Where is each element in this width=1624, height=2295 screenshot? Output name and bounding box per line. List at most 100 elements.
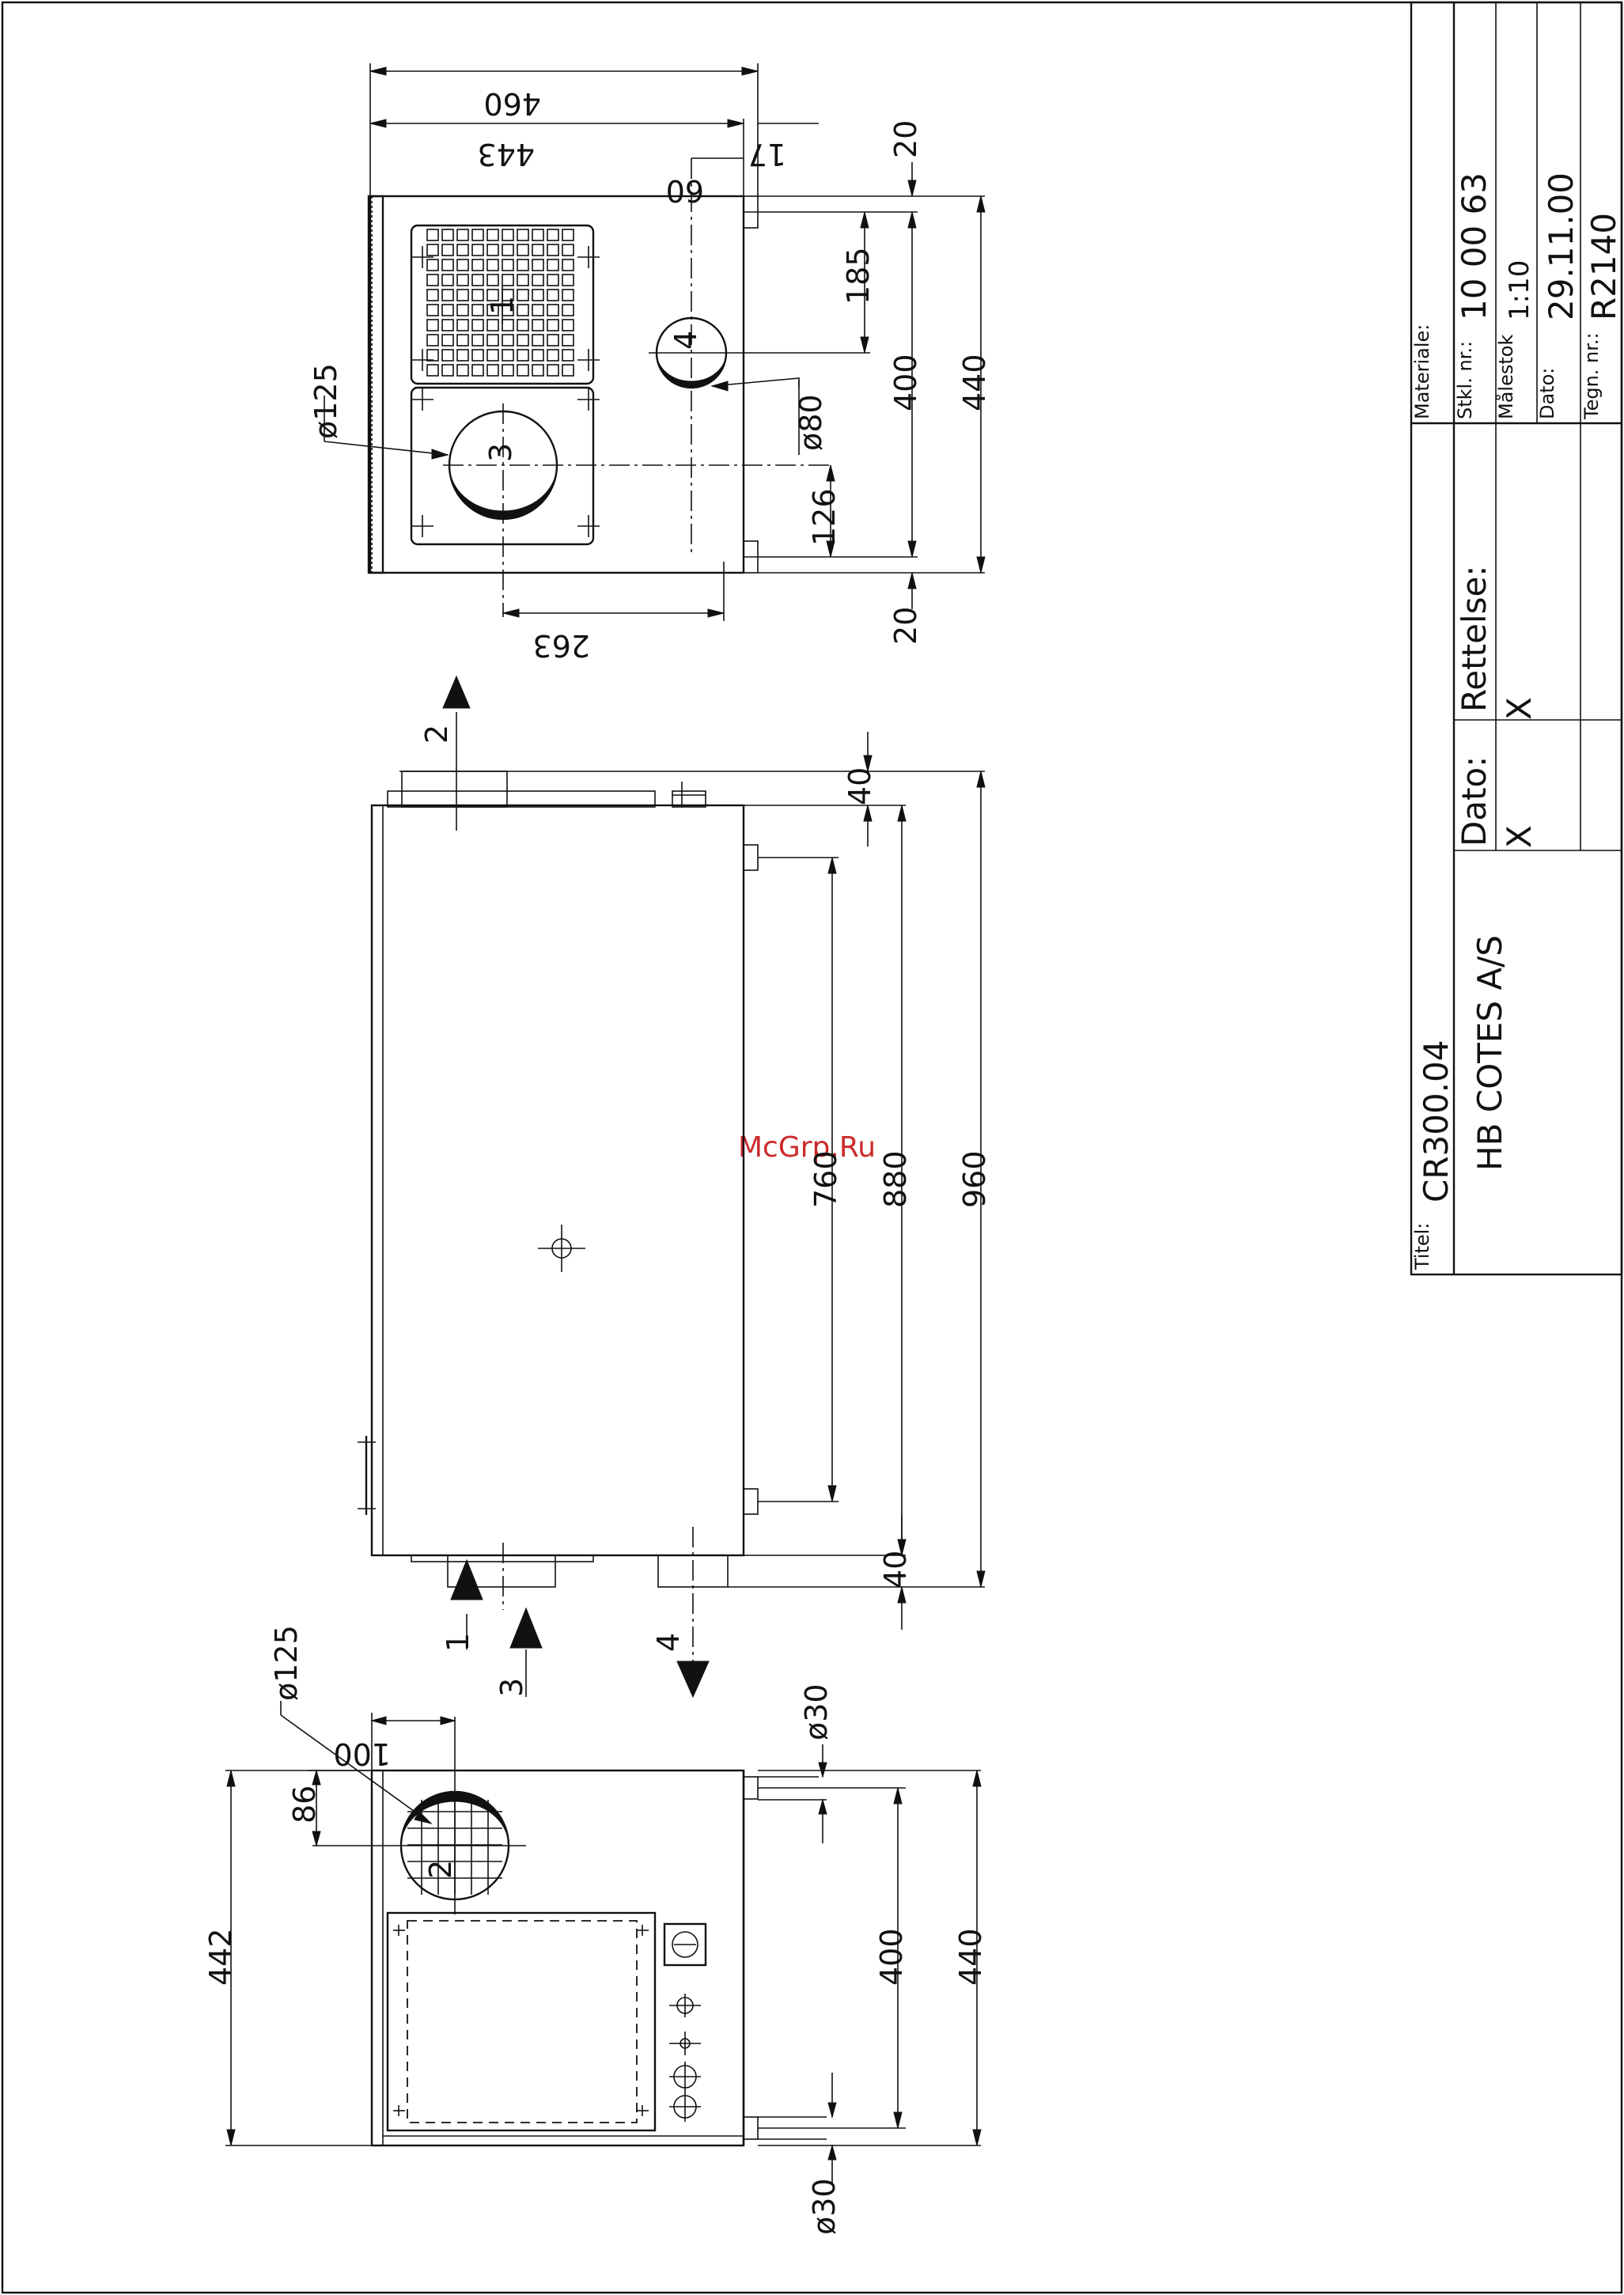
rettelse-label: Rettelse: <box>1455 566 1493 712</box>
grille-cell <box>442 365 453 376</box>
grille-cell <box>472 229 483 240</box>
grille-cell <box>472 320 483 331</box>
grille-cell <box>547 320 558 331</box>
rettelse-value: X <box>1500 697 1539 720</box>
grille-cell <box>472 335 483 346</box>
grille-cell <box>427 290 438 301</box>
grille-cell <box>517 365 528 376</box>
grille-cell <box>562 335 574 346</box>
grille-cell <box>457 290 468 301</box>
materiale-label: Materiale: <box>1411 324 1433 419</box>
arrow-label-3: 3 <box>494 1678 529 1697</box>
dato-value: 29.11.00 <box>1542 172 1580 320</box>
grille-cell <box>532 350 543 361</box>
side-view: 2 1 3 4 <box>358 676 992 1697</box>
grille-cell <box>562 259 574 271</box>
grille-cell <box>547 365 558 376</box>
grille-cell <box>427 275 438 286</box>
grille-cell <box>547 350 558 361</box>
grille-cell <box>532 275 543 286</box>
dim-d125-top: ø125 <box>309 363 343 439</box>
grille-cell <box>472 259 483 271</box>
grille-cell <box>532 335 543 346</box>
grille-cell <box>487 229 498 240</box>
dim-880: 880 <box>878 1150 913 1208</box>
dim-20-bottom: 20 <box>888 607 923 645</box>
grille-cell <box>502 350 513 361</box>
tegn-value: R2140 <box>1584 213 1623 320</box>
grille-cell <box>532 290 543 301</box>
dim-442: 442 <box>203 1928 238 1986</box>
grille-cell <box>487 350 498 361</box>
grille-cell <box>517 259 528 271</box>
grille-cell <box>562 365 574 376</box>
dim-d30-bottom: ø30 <box>807 2178 842 2235</box>
grille-cell <box>457 305 468 316</box>
grille-cell <box>562 229 574 240</box>
label-4: 4 <box>668 331 703 350</box>
dim-460: 460 <box>483 86 541 121</box>
grille-cell <box>517 335 528 346</box>
dato2-label: Dato: <box>1455 756 1493 846</box>
grille-cell <box>502 275 513 286</box>
grille-cell <box>562 320 574 331</box>
grille-cell <box>442 229 453 240</box>
grille-cell <box>562 350 574 361</box>
grille-cell <box>547 290 558 301</box>
grille-cell <box>532 305 543 316</box>
end-view: 2 ø125 100 <box>203 1625 988 2235</box>
grille-cell <box>427 365 438 376</box>
grille-cell <box>457 350 468 361</box>
grille-cell <box>547 259 558 271</box>
stkl-value: 10 00 63 <box>1455 172 1493 320</box>
grille-cell <box>487 335 498 346</box>
dim-960: 960 <box>957 1150 992 1208</box>
dim-40-top: 40 <box>842 767 877 805</box>
dim-443: 443 <box>477 137 535 172</box>
grille-cell <box>532 320 543 331</box>
grille-cell <box>457 365 468 376</box>
grille-cell <box>547 335 558 346</box>
grille-cell <box>472 275 483 286</box>
grille-cell <box>532 365 543 376</box>
grille-cell <box>517 244 528 256</box>
arrow-label-1: 1 <box>441 1633 475 1652</box>
dato-label: Dato: <box>1536 368 1558 419</box>
dim-100: 100 <box>333 1736 391 1771</box>
grille-cell <box>562 290 574 301</box>
dim-d125-end: ø125 <box>269 1625 304 1701</box>
grille-cell <box>442 350 453 361</box>
malestok-label: Målestok <box>1494 335 1517 419</box>
dim-20-top: 20 <box>888 120 923 158</box>
grille-cell <box>502 335 513 346</box>
grille-cell <box>547 305 558 316</box>
dim-400-top: 400 <box>888 354 923 411</box>
grille-cell <box>517 229 528 240</box>
grille-cell <box>487 259 498 271</box>
grille-cell <box>502 259 513 271</box>
stkl-label: Stkl. nr.: <box>1454 341 1476 419</box>
grille-cell <box>472 305 483 316</box>
dato2-value: X <box>1500 825 1539 848</box>
title-block: Materiale: Stkl. nr.: 10 00 63 Målestok … <box>1411 2 1623 1274</box>
dim-440-end: 440 <box>953 1928 988 1986</box>
titel-label: Titel: <box>1411 1222 1433 1271</box>
grille-cell <box>517 320 528 331</box>
grille-cell <box>547 275 558 286</box>
grille-cell <box>472 244 483 256</box>
titel-value: CR300.04 <box>1417 1040 1456 1202</box>
grille-cell <box>442 259 453 271</box>
arrow-label-2: 2 <box>419 725 454 744</box>
grille-cell <box>502 365 513 376</box>
end-label-2: 2 <box>423 1860 458 1879</box>
grille-cell <box>427 229 438 240</box>
grille-cell <box>532 259 543 271</box>
grille-cell <box>457 320 468 331</box>
grille-cell <box>457 275 468 286</box>
grille-cell <box>442 305 453 316</box>
tegn-label: Tegn. nr.: <box>1580 332 1603 420</box>
label-3: 3 <box>483 443 518 462</box>
grille-cell <box>562 305 574 316</box>
dim-760: 760 <box>808 1150 843 1208</box>
